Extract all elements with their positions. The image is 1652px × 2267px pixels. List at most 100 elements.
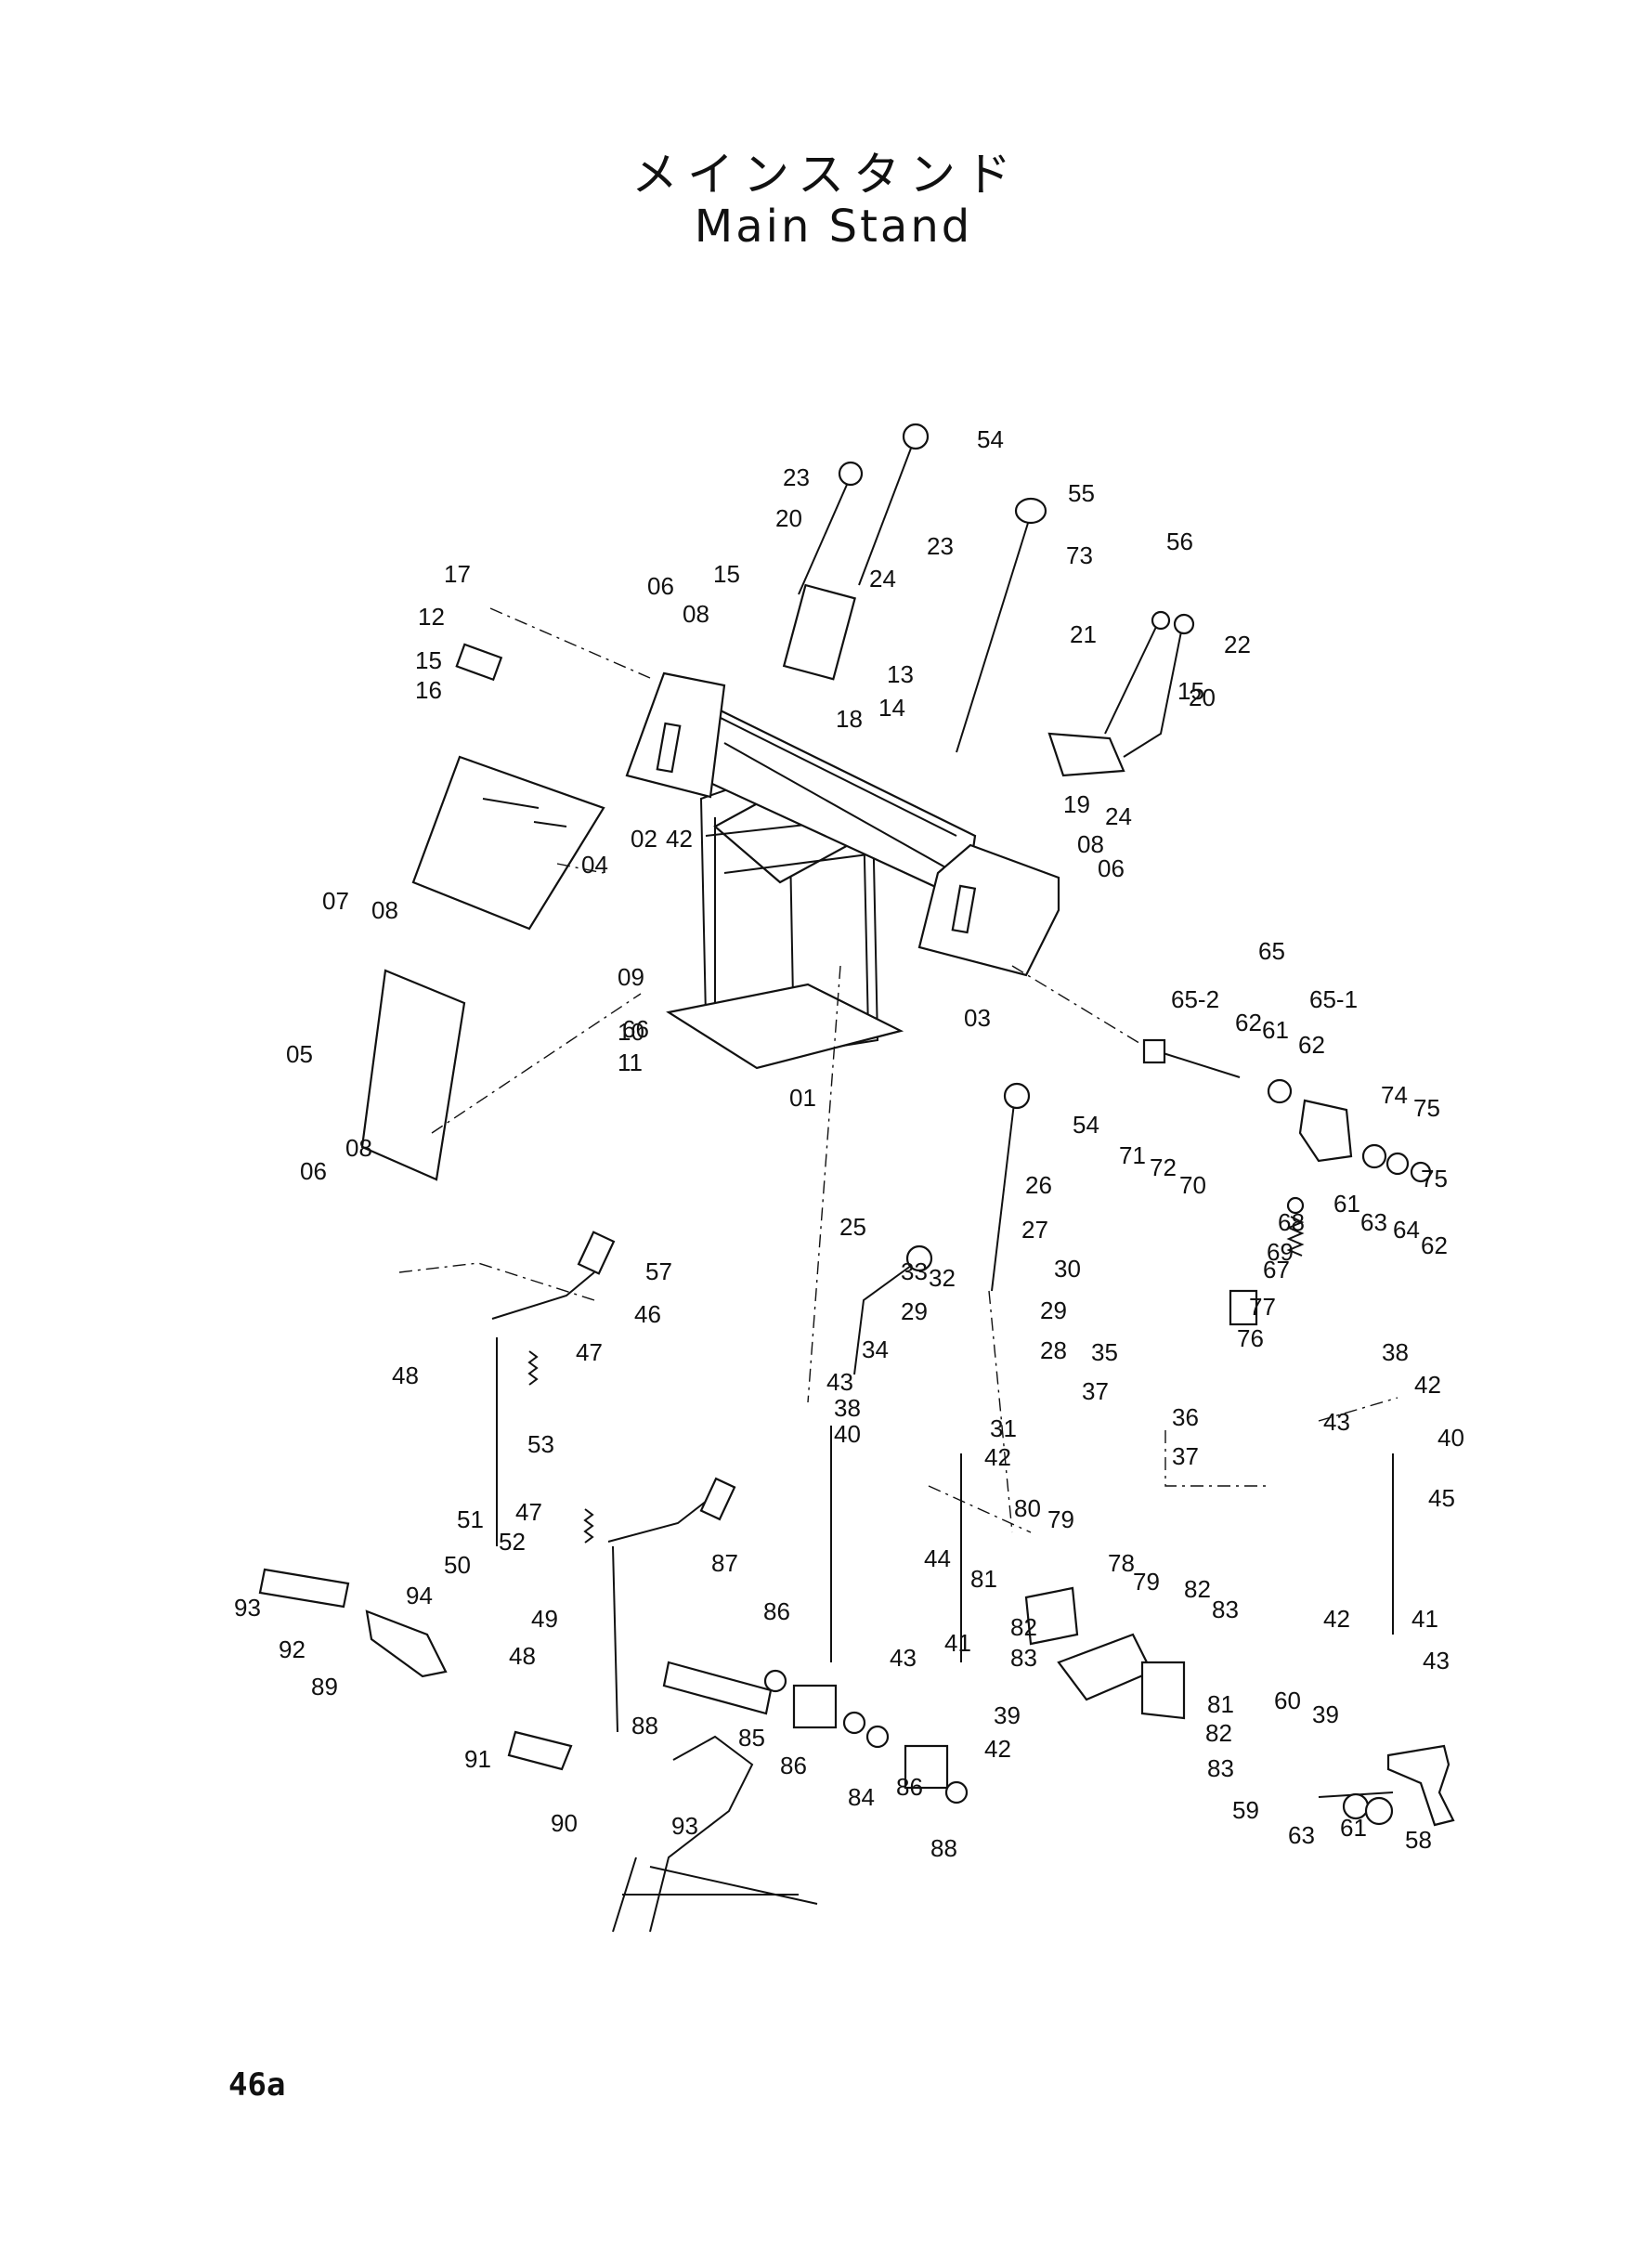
- front-panel-04: [411, 755, 605, 931]
- callout-label-15: 15: [1177, 677, 1204, 705]
- callout-label-61: 61: [1340, 1814, 1367, 1842]
- callout-label-43: 43: [890, 1644, 917, 1672]
- spring-47: [527, 1350, 594, 1544]
- callout-label-07: 07: [322, 887, 349, 915]
- lever-23-left: [798, 461, 864, 595]
- callout-label-42: 42: [984, 1735, 1011, 1763]
- callout-label-02: 02: [631, 825, 657, 853]
- callout-label-82: 82: [1010, 1613, 1037, 1641]
- callout-label-46: 46: [634, 1300, 661, 1328]
- callout-label-88: 88: [631, 1712, 658, 1739]
- callout-label-19: 19: [1063, 790, 1090, 818]
- side-cover-left-02: [625, 671, 726, 799]
- callout-label-20: 20: [775, 504, 802, 532]
- callout-label-36: 36: [1172, 1403, 1199, 1431]
- callout-label-23: 23: [927, 532, 954, 560]
- callout-label-24: 24: [869, 565, 896, 593]
- callout-label-65-1: 65-1: [1309, 985, 1358, 1013]
- callout-label-11: 11: [618, 1049, 643, 1076]
- callout-label-29: 29: [901, 1297, 928, 1325]
- lever-46: [491, 1231, 616, 1320]
- callout-label-20: 20: [1189, 684, 1216, 711]
- valve-block-19: [1047, 732, 1125, 777]
- callout-label-86: 86: [763, 1597, 790, 1625]
- callout-label-81: 81: [970, 1565, 997, 1593]
- callout-label-14: 14: [878, 694, 905, 722]
- bracket-65-1: [1298, 1099, 1353, 1163]
- callout-label-81: 81: [1207, 1690, 1234, 1718]
- callout-label-04: 04: [581, 851, 608, 879]
- callout-label-50: 50: [444, 1551, 471, 1579]
- callout-label-93: 93: [671, 1812, 698, 1840]
- callout-label-55: 55: [1068, 479, 1095, 507]
- lever-25: [853, 1244, 933, 1375]
- callout-label-26: 26: [1025, 1171, 1052, 1199]
- lever-58-assembly: [1318, 1744, 1455, 1827]
- callout-label-34: 34: [862, 1335, 889, 1363]
- tube-91: [507, 1730, 573, 1771]
- washers-61-64: [1267, 1078, 1432, 1183]
- callout-label-62: 62: [1235, 1009, 1262, 1036]
- callout-label-05: 05: [286, 1040, 313, 1068]
- callout-label-61: 61: [1333, 1190, 1360, 1218]
- callout-label-83: 83: [1010, 1644, 1037, 1672]
- callout-label-35: 35: [1091, 1338, 1118, 1366]
- callout-label-94: 94: [406, 1582, 433, 1609]
- callout-label-38: 38: [834, 1394, 861, 1422]
- cover-plate-05: [360, 969, 466, 1181]
- callout-label-01: 01: [789, 1084, 816, 1112]
- spring-69: [1286, 1196, 1305, 1257]
- callout-label-66: 66: [622, 1015, 649, 1043]
- callout-label-21: 21: [1070, 620, 1097, 648]
- callout-label-82: 82: [1184, 1575, 1211, 1603]
- callout-label-57: 57: [645, 1257, 672, 1285]
- callout-label-32: 32: [929, 1264, 956, 1292]
- callout-label-65: 65: [1258, 937, 1285, 965]
- callout-label-79: 79: [1047, 1505, 1074, 1533]
- lever-73: [956, 497, 1047, 753]
- callout-label-33: 33: [901, 1257, 928, 1285]
- callout-label-67: 67: [1263, 1256, 1290, 1283]
- callout-label-47: 47: [515, 1498, 542, 1526]
- callout-label-23: 23: [783, 463, 810, 491]
- callout-label-10: 10: [618, 1018, 644, 1046]
- callout-label-62: 62: [1298, 1031, 1325, 1059]
- callout-label-56: 56: [1166, 528, 1193, 555]
- callout-label-69: 69: [1267, 1238, 1294, 1266]
- callout-label-79: 79: [1133, 1568, 1160, 1596]
- callout-label-90: 90: [551, 1809, 578, 1837]
- page-number: 46a: [228, 2066, 286, 2104]
- callout-label-84: 84: [848, 1783, 875, 1811]
- callout-label-08: 08: [371, 896, 398, 924]
- callout-label-29: 29: [1040, 1296, 1067, 1324]
- callout-label-47: 47: [576, 1338, 603, 1366]
- callout-label-08: 08: [1077, 830, 1104, 858]
- callout-label-86: 86: [780, 1752, 807, 1779]
- callout-label-91: 91: [464, 1745, 491, 1773]
- callout-label-89: 89: [311, 1673, 338, 1700]
- callout-label-82: 82: [1205, 1719, 1232, 1747]
- callout-label-16: 16: [415, 676, 442, 704]
- callout-label-31: 31: [990, 1414, 1017, 1442]
- callout-label-68: 68: [1278, 1208, 1305, 1236]
- callout-label-41: 41: [944, 1629, 971, 1657]
- callout-label-72: 72: [1150, 1153, 1177, 1181]
- callout-label-54: 54: [1073, 1111, 1099, 1139]
- callout-label-44: 44: [924, 1544, 951, 1572]
- callout-label-71: 71: [1119, 1141, 1146, 1169]
- callout-label-75: 75: [1421, 1165, 1448, 1192]
- callout-label-48: 48: [509, 1642, 536, 1670]
- pedal-lever: [607, 1477, 736, 1733]
- callout-label-30: 30: [1054, 1255, 1081, 1283]
- callout-label-78: 78: [1108, 1549, 1135, 1577]
- title-english: Main Stand: [694, 201, 973, 253]
- callout-label-37: 37: [1082, 1377, 1109, 1405]
- callout-label-08: 08: [345, 1134, 372, 1162]
- callout-label-42: 42: [1323, 1605, 1350, 1633]
- callout-label-52: 52: [499, 1528, 526, 1556]
- valve-block-18: [782, 583, 856, 681]
- bolt-76: [1229, 1289, 1258, 1326]
- shaft-65-2: [1142, 1038, 1241, 1078]
- callout-label-63: 63: [1360, 1208, 1387, 1236]
